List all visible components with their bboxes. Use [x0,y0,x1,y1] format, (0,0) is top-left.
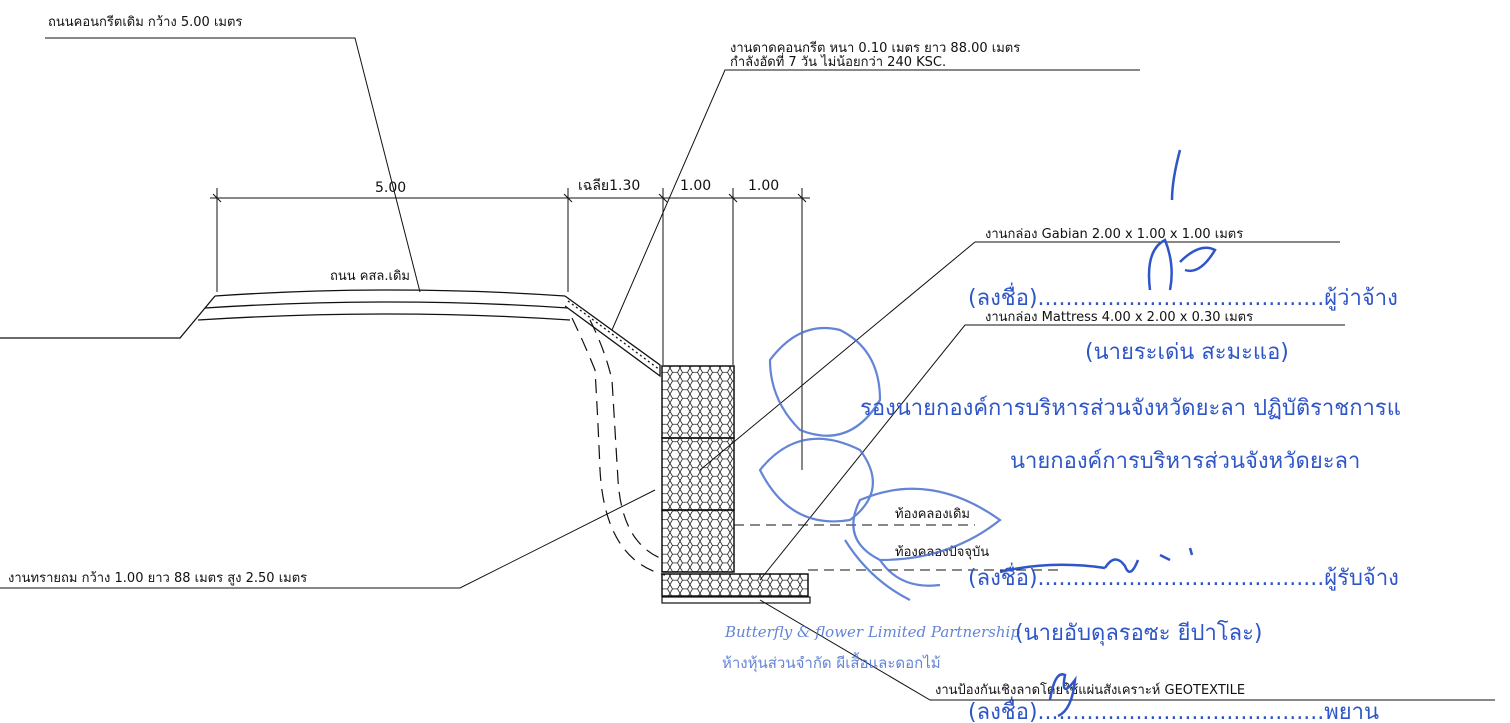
dim-slope: เฉลีย1.30 [578,178,640,194]
employer-sign-line: (ลงชื่อ)................................… [968,282,1398,311]
concrete-slope-lining-hatch [567,300,661,371]
stamp-wing-upper [768,326,882,437]
stamp-flower-strokes [844,539,941,601]
label-gabion: งานกล่อง Gabian 2.00 x 1.00 x 1.00 เมตร [985,227,1243,242]
dashed-line-outer [571,317,666,576]
dim-box-1: 1.00 [680,178,711,194]
dim-box-2: 1.00 [748,178,779,194]
handwritten-signatures [999,149,1217,718]
stamp-text-english: Butterfly & flower Limited Partnership [724,623,1020,641]
road-surface-top [214,289,566,297]
label-mattress: งานกล่อง Mattress 4.00 x 2.00 x 0.30 เมต… [985,310,1253,325]
leader-concrete [611,69,1140,331]
label-canal-old: ท้องคลองเดิม [895,507,970,522]
ground-profile [0,289,661,378]
canal-bed-lines [734,524,1060,571]
gabion-box-bottom [661,509,735,573]
contractor-sign-line: (ลงชื่อ)................................… [968,562,1399,591]
leader-gabion [699,241,1340,471]
witness-signature [1048,673,1077,718]
stamp-wing-right [852,487,1002,562]
leader-lines [0,37,1495,701]
stamp-seal [758,326,1002,601]
label-concrete-line1: งานดาดคอนกรีต หนา 0.10 เมตร ยาว 88.00 เม… [730,40,1020,56]
geotextile-layer [661,596,811,604]
dim-ticks [212,193,807,203]
ground-line-left [0,295,216,339]
gabion-stack [661,365,811,604]
dashed-line-inner [589,319,666,561]
employer-title-line2: นายกองค์การบริหารส่วนจังหวัดยะลา [1010,449,1360,474]
leader-mattress [759,324,1345,581]
excavation-dashed-lines [571,317,666,576]
stamp-wing-lower [758,437,874,523]
label-concrete-line2: กำลังอัดที่ 7 วัน ไม่น้อยกว่า 240 KSC. [730,53,946,70]
employer-name: (นายระเด่น สะมะแอ) [1085,340,1289,365]
contractor-signature [999,547,1194,574]
employer-signature [1147,149,1217,291]
leader-existing-road [45,37,421,293]
road-surface-bottom [197,313,571,321]
stamp-text-thai: ห้างหุ้นส่วนจำกัด ผีเสื้อและดอกไม้ [722,652,941,673]
mattress-box [661,573,809,597]
witness-sign-line: (ลงชื่อ)................................… [968,696,1379,723]
label-sand-fill: งานทรายถม กว้าง 1.00 ยาว 88 เมตร สูง 2.5… [8,571,307,586]
label-existing-road: ถนนคอนกรีตเดิม กว้าง 5.00 เมตร [48,14,242,30]
contractor-name: (นายอับดุลรอซะ ยีปาโละ) [1015,620,1263,646]
gabion-box-middle [661,437,735,511]
employer-title-line1: รองนายกองค์การบริหารส่วนจังหวัดยะลา ปฏิบ… [860,396,1401,421]
dimension-chain [210,188,810,470]
dim-road-width: 5.00 [375,180,406,196]
leader-geotextile [759,599,1495,701]
leader-sand-fill [0,489,656,589]
gabion-box-top [661,365,735,439]
concrete-slope-lining [564,295,661,378]
label-geotextile: งานป้องกันเชิงลาดโดยใช้แผ่นสังเคราะห์ GE… [935,682,1245,698]
label-road-center: ถนน คสล.เดิม [330,269,410,284]
road-surface-mid [204,301,569,309]
